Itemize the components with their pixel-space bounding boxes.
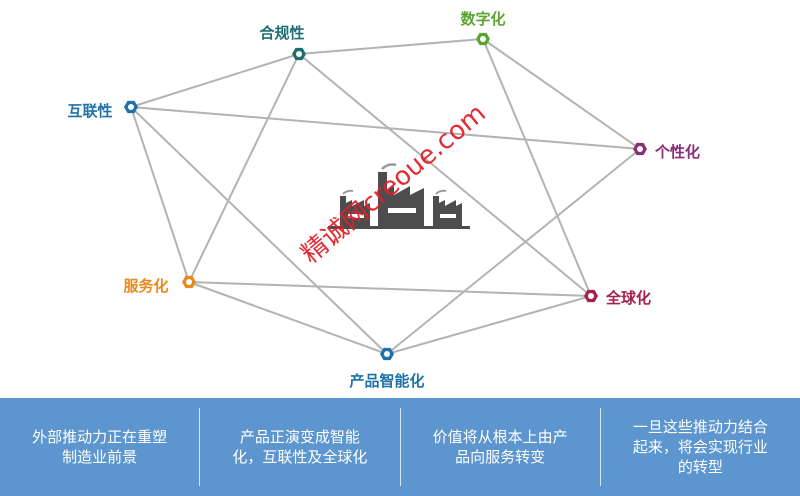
node-label: 产品智能化 xyxy=(349,372,424,390)
node-globalization: 全球化 xyxy=(584,289,651,307)
node-label: 个性化 xyxy=(654,143,700,161)
edge-globalization-product-intelligence xyxy=(386,295,592,355)
summary-cell: 产品正演变成智能化，互联性及全球化 xyxy=(200,398,399,496)
summary-cell: 一旦这些推动力结合起来，将会实现行业的转型 xyxy=(601,398,800,496)
edge-connectivity-product-intelligence xyxy=(130,106,388,355)
node-compliance: 合规性 xyxy=(258,24,306,61)
divider xyxy=(399,408,401,486)
node-center-dot xyxy=(637,146,643,152)
summary-cell: 价值将从根本上由产品向服务转变 xyxy=(401,398,600,496)
node-center-dot xyxy=(384,351,390,357)
summary-text: 外部推动力正在重塑制造业前景 xyxy=(32,428,168,466)
edge-compliance-digital xyxy=(298,38,484,55)
node-servitization: 服务化 xyxy=(123,275,196,295)
node-connectivity: 互联性 xyxy=(67,100,138,120)
node-label: 全球化 xyxy=(605,289,651,307)
edge-servitization-globalization xyxy=(188,281,592,297)
summary-text: 价值将从根本上由产品向服务转变 xyxy=(432,428,568,466)
node-label: 服务化 xyxy=(123,277,168,295)
node-label: 合规性 xyxy=(258,24,304,42)
edge-compliance-globalization xyxy=(298,53,592,297)
node-center-dot xyxy=(296,51,302,57)
node-label: 互联性 xyxy=(67,102,112,120)
node-personalization: 个性化 xyxy=(633,142,700,161)
node-center-dot xyxy=(588,293,594,299)
node-center-dot xyxy=(480,36,486,42)
edge-digital-personalization xyxy=(482,38,641,150)
node-center-dot xyxy=(186,279,192,285)
divider xyxy=(199,408,201,486)
divider xyxy=(599,408,601,486)
edge-servitization-product-intelligence xyxy=(188,281,388,355)
node-digital: 数字化 xyxy=(460,10,506,46)
node-center-dot xyxy=(128,104,134,110)
summary-text: 一旦这些推动力结合起来，将会实现行业的转型 xyxy=(632,418,768,476)
summary-cell: 外部推动力正在重塑制造业前景 xyxy=(0,398,199,496)
edge-connectivity-compliance xyxy=(130,53,300,108)
edge-connectivity-personalization xyxy=(130,106,641,150)
edge-personalization-product-intelligence xyxy=(386,148,641,355)
edge-compliance-servitization xyxy=(188,53,300,283)
edges-layer xyxy=(130,38,641,355)
edge-digital-globalization xyxy=(482,38,592,297)
node-label: 数字化 xyxy=(460,10,505,28)
factory-icon xyxy=(328,163,470,229)
summary-text: 产品正演变成智能化，互联性及全球化 xyxy=(232,428,368,466)
edge-connectivity-servitization xyxy=(130,106,190,283)
summary-bar: 外部推动力正在重塑制造业前景 产品正演变成智能化，互联性及全球化 价值将从根本上… xyxy=(0,398,800,496)
node-product-intelligence: 产品智能化 xyxy=(349,347,425,390)
